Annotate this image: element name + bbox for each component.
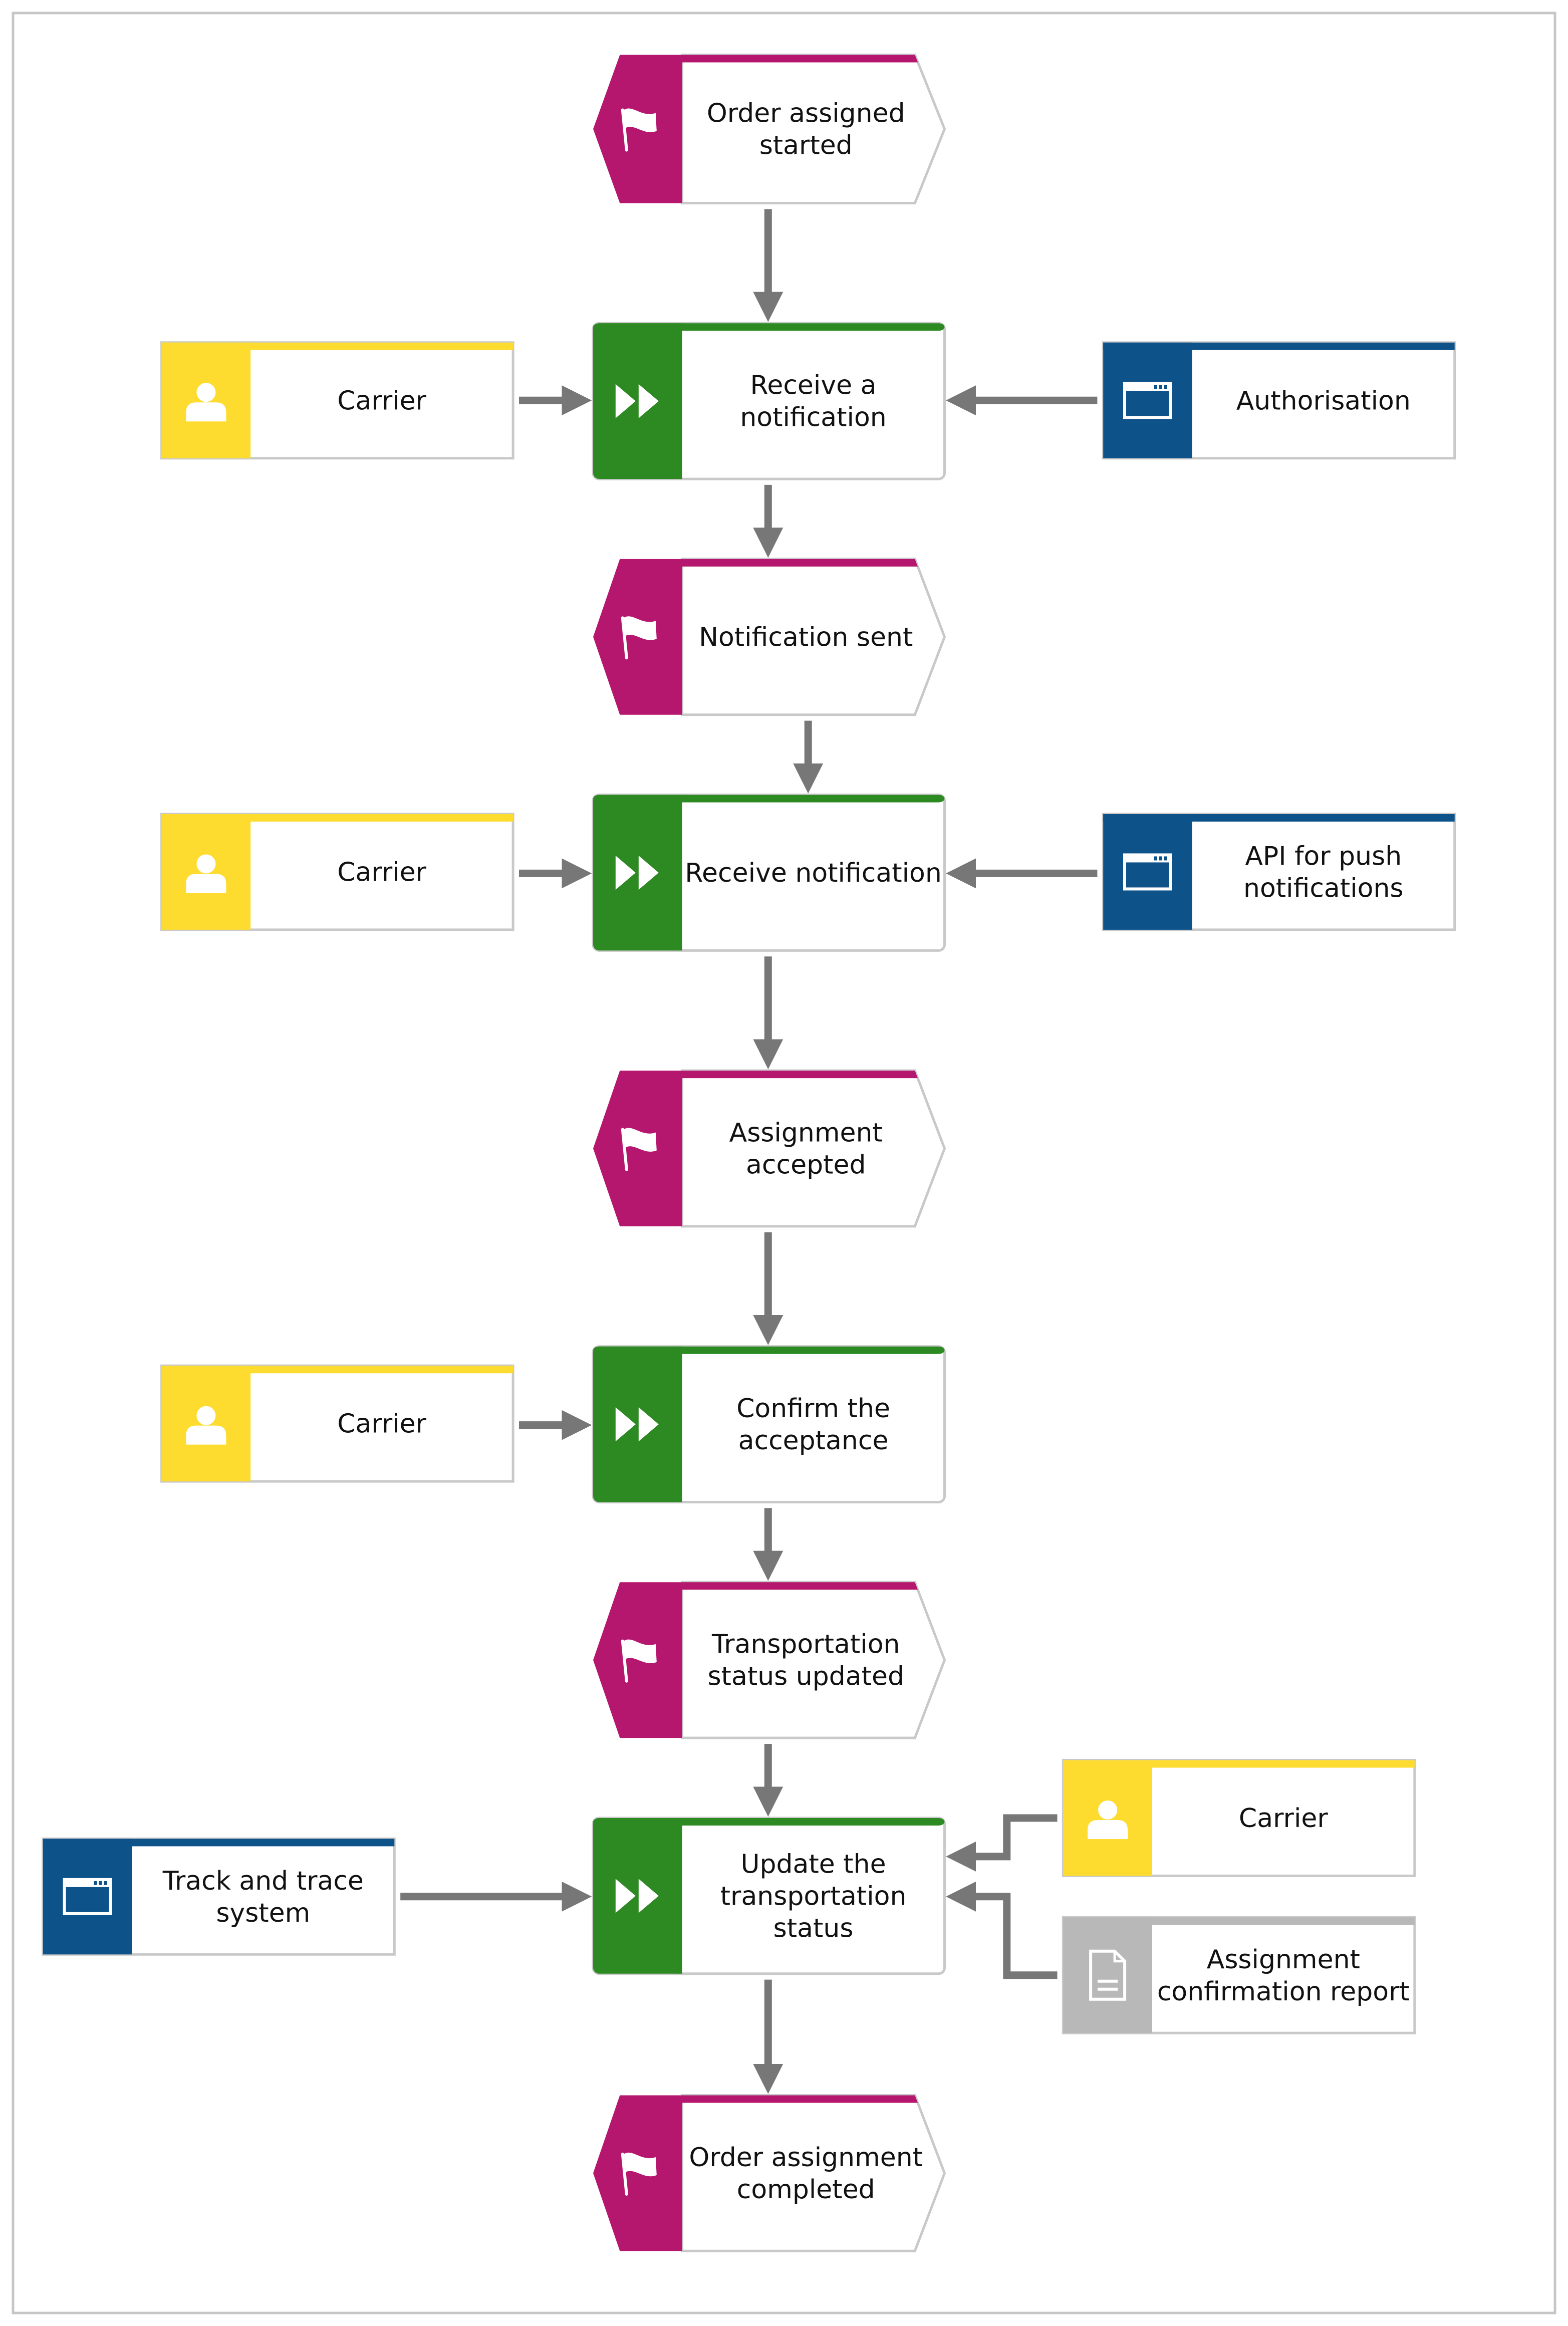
conn-carrier4-to-update <box>946 1814 1058 1872</box>
node-label: Carrier <box>337 1409 426 1439</box>
role-node-role-carrier-4[interactable]: Carrier <box>1062 1759 1416 1877</box>
fast-forward-icon <box>615 1407 659 1442</box>
node-label-line: Carrier <box>337 857 426 887</box>
node-label: Carrier <box>1239 1803 1328 1834</box>
node-label: Notification sent <box>699 622 913 652</box>
fast-forward-icon <box>615 856 659 890</box>
fast-forward-icon <box>615 1879 659 1913</box>
flag-icon <box>621 2152 657 2196</box>
person-icon <box>186 1406 226 1445</box>
role-node-role-carrier-3[interactable]: Carrier <box>160 1364 514 1483</box>
application-window-icon <box>1123 853 1172 891</box>
application-window-icon <box>63 1878 112 1915</box>
node-label: Authorisation <box>1236 386 1411 416</box>
flag-icon <box>621 1639 657 1683</box>
connectors <box>400 209 1098 2094</box>
node-label-line: API for push <box>1245 841 1402 871</box>
system-node-system-authorisation[interactable]: Authorisation <box>1102 341 1456 460</box>
node-label-line: Order assignment <box>689 2143 923 2173</box>
node-label-line: Assignment <box>1207 1945 1360 1975</box>
node-label-line: transportation <box>720 1881 907 1911</box>
node-label-line: Authorisation <box>1236 386 1411 416</box>
node-label-line: Assignment <box>729 1118 883 1148</box>
node-label-line: notification <box>740 403 886 433</box>
node-label-line: Update the <box>740 1849 886 1879</box>
flag-icon <box>621 108 657 152</box>
conn-report-to-update <box>946 1881 1058 1979</box>
person-icon <box>186 383 226 422</box>
role-node-role-carrier-2[interactable]: Carrier <box>160 813 514 931</box>
node-label: Carrier <box>337 857 426 887</box>
fast-forward-icon <box>615 384 659 418</box>
node-label-line: Carrier <box>337 1409 426 1439</box>
node-label-line: status <box>773 1913 854 1943</box>
node-label-line: completed <box>737 2175 875 2205</box>
person-icon <box>1088 1800 1128 1839</box>
node-label-line: started <box>759 131 853 161</box>
node-label-line: notifications <box>1243 873 1404 903</box>
person-icon <box>186 854 226 893</box>
node-label-line: Confirm the <box>736 1394 890 1424</box>
flag-icon <box>621 1128 657 1171</box>
node-label-line: Notification sent <box>699 622 913 652</box>
flag-icon <box>621 616 657 660</box>
node-label-line: Receive a <box>750 371 877 401</box>
node-label: Receive notification <box>685 858 942 888</box>
node-label-line: status updated <box>707 1662 904 1692</box>
document-icon <box>1089 1949 1127 2001</box>
node-label-line: system <box>216 1898 310 1928</box>
node-label-line: acceptance <box>738 1426 889 1456</box>
node-label-line: Order assigned <box>707 99 905 129</box>
node-label-line: accepted <box>746 1150 866 1180</box>
role-node-role-carrier-1[interactable]: Carrier <box>160 341 514 460</box>
application-window-icon <box>1123 382 1172 419</box>
node-label-line: Transportation <box>711 1630 900 1660</box>
node-label-line: Track and trace <box>162 1866 364 1896</box>
node-label-line: Carrier <box>337 386 426 416</box>
event-node-event-notification-sent[interactable]: Notification sent <box>593 558 946 716</box>
node-label-line: confirmation report <box>1157 1977 1410 2007</box>
function-node-fn-receive-notification[interactable]: Receive notification <box>592 794 946 952</box>
node-label-line: Receive notification <box>685 858 942 888</box>
node-label-line: Carrier <box>1239 1803 1328 1834</box>
node-label: Carrier <box>337 386 426 416</box>
